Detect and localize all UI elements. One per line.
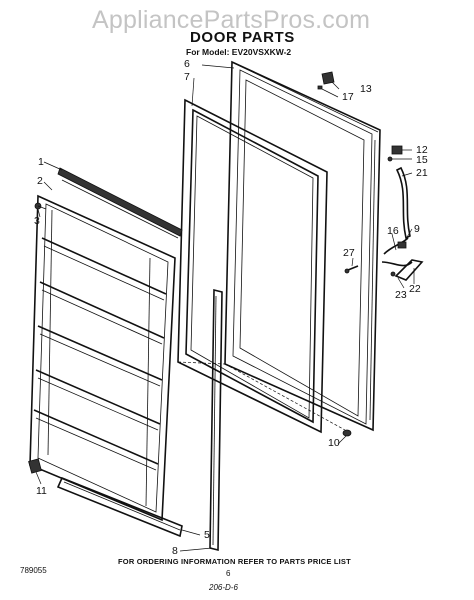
callout-22: 22 xyxy=(409,283,421,295)
callout-3: 3 xyxy=(34,215,40,227)
bracket-13 xyxy=(321,71,335,85)
clip-17 xyxy=(317,85,323,90)
screw-part xyxy=(34,202,47,210)
hinge-cover xyxy=(28,458,42,474)
callout-5: 5 xyxy=(204,529,210,541)
breaker-strip xyxy=(209,288,223,552)
callout-12: 12 xyxy=(416,144,428,156)
callout-1: 1 xyxy=(38,156,44,168)
callout-23: 23 xyxy=(395,289,407,301)
bottom-kick-strip xyxy=(56,476,183,538)
callout-11: 11 xyxy=(36,485,47,497)
strap-21 xyxy=(395,166,411,240)
callout-15: 15 xyxy=(416,154,428,166)
callout-21: 21 xyxy=(416,167,428,179)
door-gasket xyxy=(177,98,328,434)
ordering-note: FOR ORDERING INFORMATION REFER TO PARTS … xyxy=(118,557,351,566)
watermark: AppliancePartsPros.com xyxy=(92,6,371,34)
callout-16: 16 xyxy=(387,225,399,237)
door-liner xyxy=(29,194,176,522)
callout-8: 8 xyxy=(172,545,178,557)
callout-6: 6 xyxy=(184,58,190,70)
page-number: 6 xyxy=(226,569,231,578)
callout-13: 13 xyxy=(360,83,372,95)
callout-9: 9 xyxy=(414,223,420,235)
callout-17: 17 xyxy=(342,91,354,103)
outer-door-frame xyxy=(224,60,381,432)
document-code: 206-D-6 xyxy=(209,583,238,592)
plug-10 xyxy=(342,429,352,437)
callout-27: 27 xyxy=(343,247,355,259)
wire-harness xyxy=(381,237,424,281)
callout-7: 7 xyxy=(184,71,190,83)
screw-27 xyxy=(344,265,359,274)
figure-number: 789055 xyxy=(20,566,47,575)
callout-10: 10 xyxy=(328,437,340,449)
top-trim-strip xyxy=(57,167,183,239)
model-label: For Model: EV20VSXKW-2 xyxy=(186,47,292,57)
callout-2: 2 xyxy=(37,175,43,187)
diagram-title: DOOR PARTS xyxy=(190,29,295,46)
